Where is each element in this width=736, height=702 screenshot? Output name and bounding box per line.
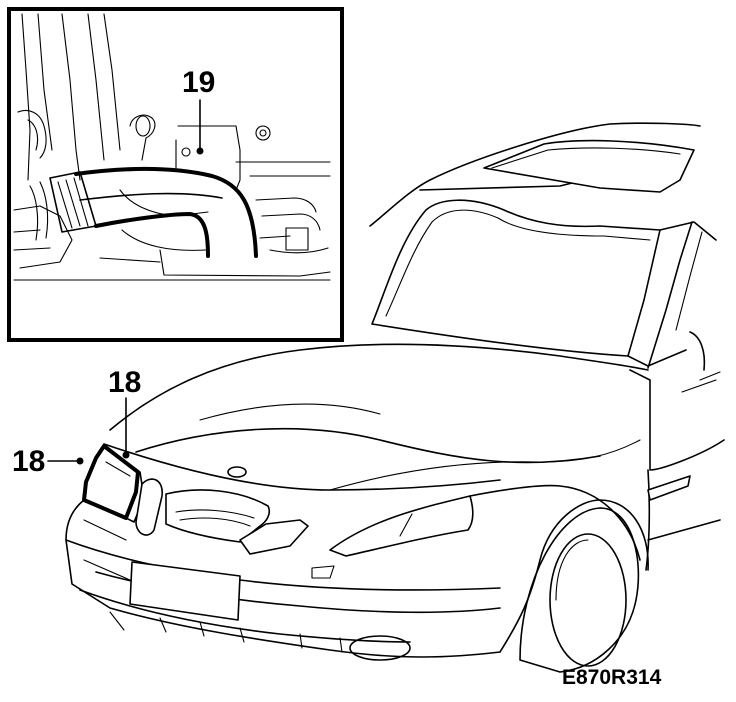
car-illustration: 18 18 [12,122,725,673]
wing-and-wheel [469,369,725,673]
callout-18-side-label: 18 [12,445,45,478]
callout-18-side-dot [76,457,84,465]
fog-lamp [349,635,411,661]
callout-19-label: 19 [182,66,215,99]
callout-19: 19 [182,66,215,155]
inset-frame [7,7,344,342]
side-repeater [647,475,691,501]
bonnet-badge [227,466,247,478]
front-fascia [65,444,501,661]
grille-left [135,478,163,536]
intake-hose [29,167,258,258]
inset-detail: 19 [7,7,344,342]
roof-and-windscreen [369,122,717,371]
callout-18-top: 18 [108,366,141,459]
windscreen [371,199,661,357]
bonnet [103,343,649,491]
headlamp-right [329,495,474,557]
callout-18-top-dot [122,451,130,459]
engine-structure [13,13,331,281]
lower-intake [79,589,411,643]
tyre [519,507,640,673]
figure-id: E870R314 [562,666,662,689]
number-plate [129,561,241,621]
fog-housing [239,519,309,555]
callout-19-dot [196,147,204,155]
headlamp-lens [82,444,140,520]
wheel-rim [549,533,627,667]
callout-18-side: 18 [12,445,84,478]
callout-18-top-label: 18 [108,366,141,399]
grille-centre [165,489,271,543]
